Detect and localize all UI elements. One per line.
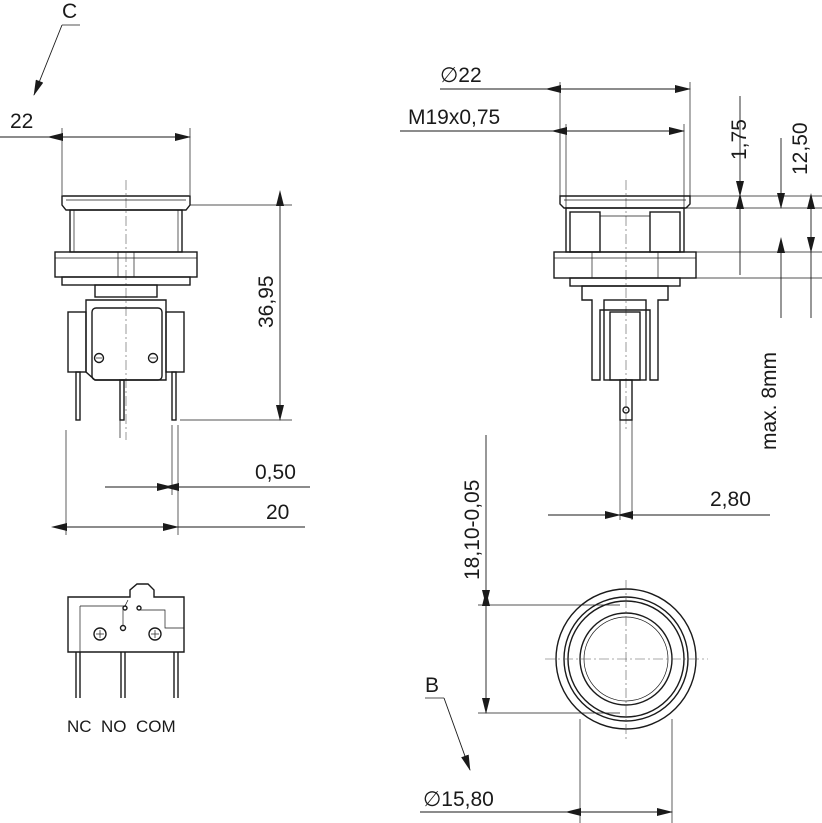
dim-panel-label: 12,50 bbox=[789, 122, 812, 175]
terminal-labels: NC NO COM bbox=[67, 717, 176, 736]
dim-pin-span-label: 20 bbox=[266, 501, 289, 524]
dim-pins: 0,50 20 bbox=[51, 425, 310, 535]
dim-height-label: 36,95 bbox=[255, 275, 278, 328]
dim-diameter-label: ∅22 bbox=[440, 64, 482, 87]
side-view: ∅22 M19x0,75 bbox=[400, 64, 822, 520]
dim-max-label: max. 8mm bbox=[758, 352, 781, 450]
dim-hole-label: ∅15,80 bbox=[423, 788, 494, 811]
dim-height: 36,95 bbox=[180, 190, 292, 421]
view-b-panel-cutout: 18,10-0,05 B ∅15,80 bbox=[420, 435, 708, 823]
view-c-front: C 22 bbox=[0, 0, 198, 440]
dim-collar-label: 1,75 bbox=[728, 119, 751, 160]
view-c-label: C bbox=[62, 0, 77, 23]
dim-pin-width-label: 2,80 bbox=[710, 488, 751, 511]
dim-front-width-label: 22 bbox=[10, 110, 33, 133]
dim-cutout-label: 18,10-0,05 bbox=[461, 480, 484, 580]
dim-thread-label: M19x0,75 bbox=[408, 106, 500, 129]
dim-pin-label: 0,50 bbox=[255, 461, 296, 484]
view-b-label: B bbox=[425, 674, 439, 697]
switch-schematic: NC NO COM bbox=[67, 583, 185, 736]
